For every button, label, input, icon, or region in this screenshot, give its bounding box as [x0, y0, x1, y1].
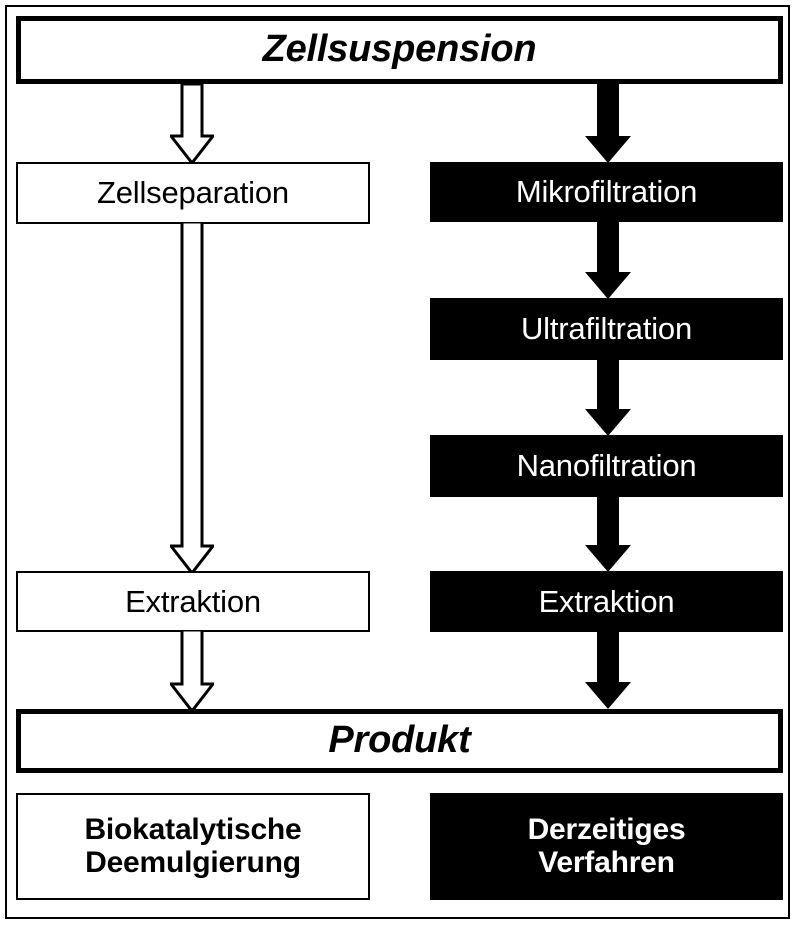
legend-item-line2: Deemulgierung: [85, 845, 301, 879]
node-mikrofiltration-label: Mikrofiltration: [515, 174, 698, 210]
node-mikrofiltration[interactable]: Mikrofiltration: [430, 162, 783, 222]
node-extraktion-right-label: Extraktion: [538, 583, 675, 619]
legend-item-line1: Biokatalytische: [84, 813, 302, 847]
legend-item-line1: Derzeitiges: [527, 813, 686, 847]
node-extraktion-right[interactable]: Extraktion: [430, 571, 783, 632]
node-nanofiltration-label: Nanofiltration: [516, 448, 697, 484]
node-zellseparation[interactable]: Zellseparation: [16, 162, 370, 224]
node-ultrafiltration[interactable]: Ultrafiltration: [430, 298, 783, 360]
node-zellsuspension-label: Zellsuspension: [262, 28, 537, 71]
node-ultrafiltration-label: Ultrafiltration: [521, 311, 692, 347]
node-extraktion-left[interactable]: Extraktion: [16, 571, 370, 632]
legend-item-biokatalytische-deemulgierung[interactable]: Biokatalytische Deemulgierung: [16, 793, 370, 900]
node-extraktion-left-label: Extraktion: [125, 583, 261, 619]
legend-item-line2: Verfahren: [538, 845, 675, 879]
node-produkt[interactable]: Produkt: [16, 709, 783, 773]
node-zellsuspension[interactable]: Zellsuspension: [16, 16, 783, 84]
node-produkt-label: Produkt: [328, 719, 471, 762]
node-nanofiltration[interactable]: Nanofiltration: [430, 435, 783, 497]
node-zellseparation-label: Zellseparation: [97, 175, 289, 211]
legend-item-derzeitiges-verfahren[interactable]: Derzeitiges Verfahren: [430, 793, 783, 900]
